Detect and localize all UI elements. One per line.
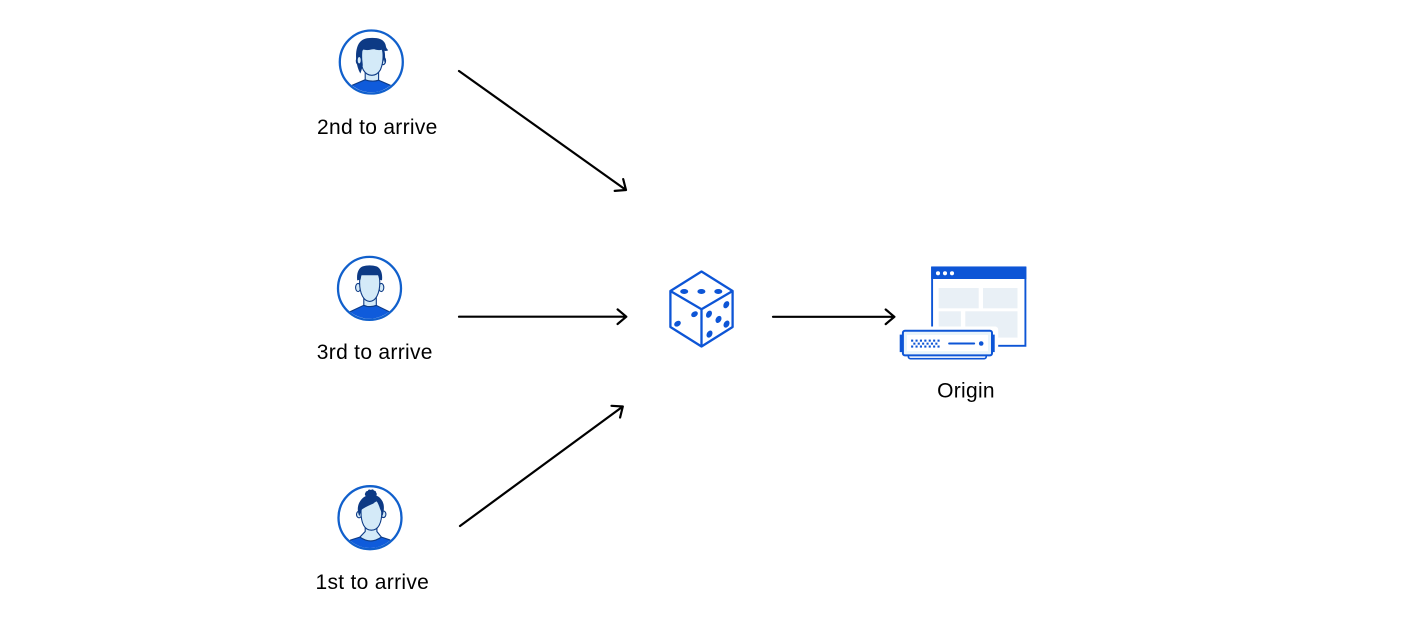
svg-text:1st to arrive: 1st to arrive bbox=[316, 571, 430, 594]
svg-text:Origin: Origin bbox=[937, 380, 995, 403]
svg-text:2nd to arrive: 2nd to arrive bbox=[317, 116, 438, 139]
svg-text:3rd to arrive: 3rd to arrive bbox=[317, 341, 433, 364]
